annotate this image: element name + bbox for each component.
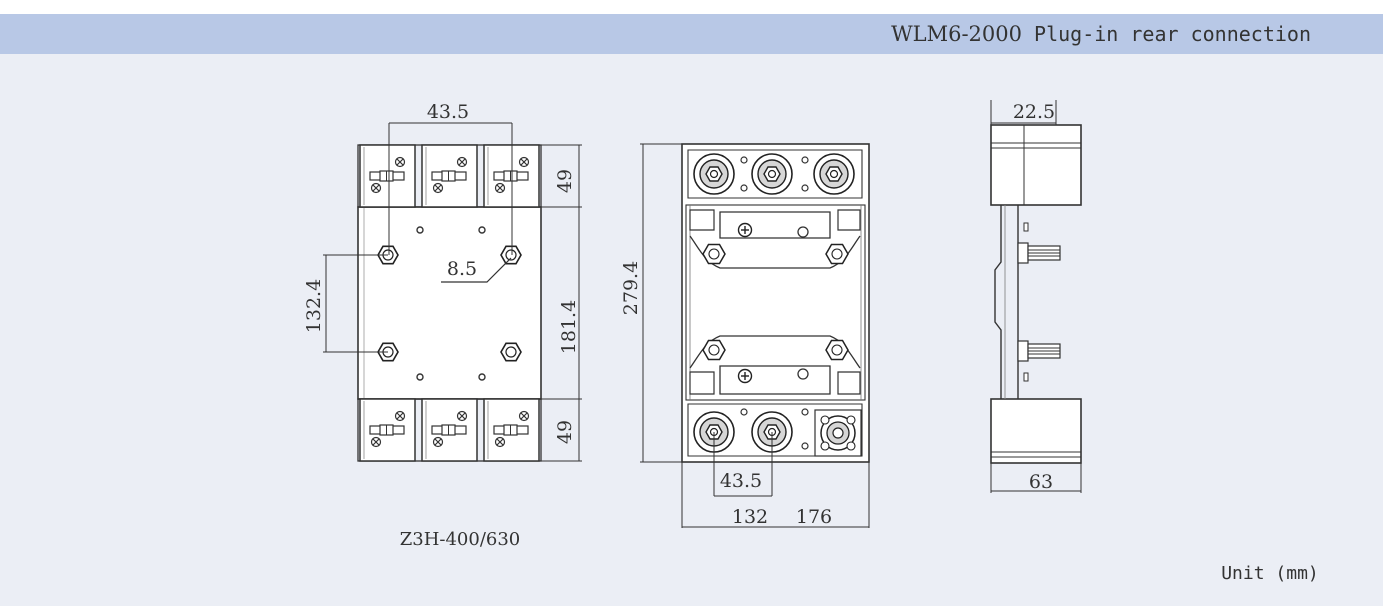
upper-hex-bolt-right	[825, 243, 849, 265]
dim-total-height: 279.4	[620, 261, 642, 315]
dim-stud-pitch: 43.5	[720, 470, 762, 492]
dim-mount-hole-dia: 8.5	[447, 258, 477, 280]
bottom-terminal-block-1	[360, 399, 415, 461]
lower-hex-bolt-right	[825, 339, 849, 361]
bottom-terminal-block-3	[484, 399, 539, 461]
top-terminal-block-1	[360, 145, 415, 207]
dim-body-height: 181.4	[558, 300, 580, 354]
mount-nut-bottom-right	[500, 342, 522, 362]
dim-top-depth: 22.5	[1013, 101, 1055, 123]
bottom-terminal-block-2	[422, 399, 477, 461]
side-stud-lower	[1017, 340, 1061, 362]
side-top-block	[990, 124, 1082, 206]
top-stud-1	[693, 153, 735, 195]
front-view: 43.5 49 49 181.4 132.4 8.5 Z3H-400/630	[303, 101, 582, 550]
side-view: 22.5 63	[990, 100, 1082, 493]
lower-hex-bolt-left	[702, 339, 726, 361]
side-stud-upper	[1017, 242, 1061, 264]
top-terminal-block-2	[422, 145, 477, 207]
base-view: 279.4 43.5 132 176	[620, 143, 870, 528]
upper-cross-screw	[737, 222, 753, 238]
side-bottom-block	[990, 398, 1082, 464]
base-outline	[681, 143, 870, 463]
top-stud-2	[751, 153, 793, 195]
neutral-terminal-detail	[814, 409, 862, 457]
mount-nut-top-right	[500, 245, 522, 265]
title-bar: WLM6-2000 Plug-in rear connection	[0, 14, 1383, 54]
dim-width-inner: 132	[732, 506, 768, 528]
front-view-caption: Z3H-400/630	[400, 529, 521, 550]
dim-terminal-height-bottom: 49	[554, 420, 576, 444]
dim-width-outer: 176	[796, 506, 832, 528]
upper-hex-bolt-left	[702, 243, 726, 265]
top-margin	[0, 0, 1383, 14]
top-stud-3	[813, 153, 855, 195]
unit-label: Unit (mm)	[1221, 563, 1319, 584]
dim-pole-pitch: 43.5	[427, 101, 469, 123]
dim-terminal-height-top: 49	[554, 169, 576, 193]
dim-depth: 63	[1029, 471, 1053, 493]
front-body	[357, 206, 542, 400]
bottom-margin	[0, 606, 1383, 612]
lower-cross-screw	[737, 368, 753, 384]
page-title: WLM6-2000 Plug-in rear connection	[891, 22, 1311, 46]
dim-mount-hole-spacing: 132.4	[303, 279, 325, 333]
title-subtitle: Plug-in rear connection	[1034, 22, 1311, 46]
title-model: WLM6-2000	[891, 22, 1022, 46]
